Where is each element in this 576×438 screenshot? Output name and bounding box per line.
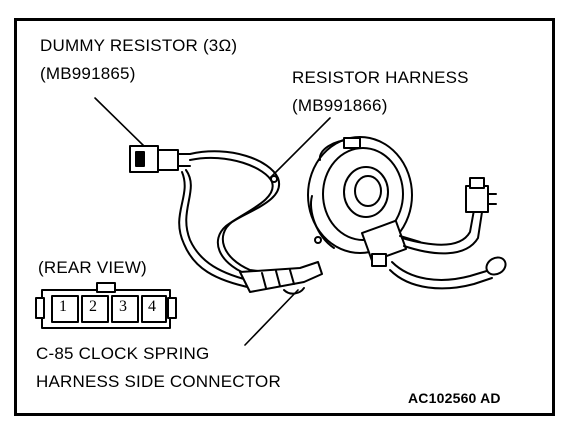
- connector-label-line1: C-85 CLOCK SPRING: [36, 344, 210, 363]
- connector-pin-1: 1: [59, 298, 68, 315]
- clock-spring-harness: [389, 177, 507, 290]
- rear-view-connector: [35, 282, 177, 329]
- connector-pin-3: 3: [119, 298, 128, 315]
- diagram-frame: [14, 18, 555, 416]
- connector-label-line2: HARNESS SIDE CONNECTOR: [36, 372, 281, 391]
- resistor-harness-part-label: (MB991866): [292, 96, 388, 115]
- resistor-harness-label: RESISTOR HARNESS: [292, 68, 469, 87]
- dummy-resistor-plug: [129, 145, 191, 173]
- dummy-resistor-label: DUMMY RESISTOR (3Ω): [40, 36, 238, 55]
- figure-code: AC102560 AD: [408, 390, 501, 406]
- connector-pin-4: 4: [148, 298, 157, 315]
- leader-dummy-resistor: [94, 97, 147, 149]
- harness-side-plug: [239, 261, 323, 295]
- rear-view-label: (REAR VIEW): [38, 258, 147, 277]
- dummy-resistor-part-label: (MB991865): [40, 64, 136, 83]
- leader-connector: [244, 289, 299, 346]
- connector-pin-2: 2: [89, 298, 98, 315]
- resistor-harness-wires: [178, 150, 301, 289]
- leader-resistor-harness: [269, 117, 331, 179]
- clock-spring: [307, 136, 421, 267]
